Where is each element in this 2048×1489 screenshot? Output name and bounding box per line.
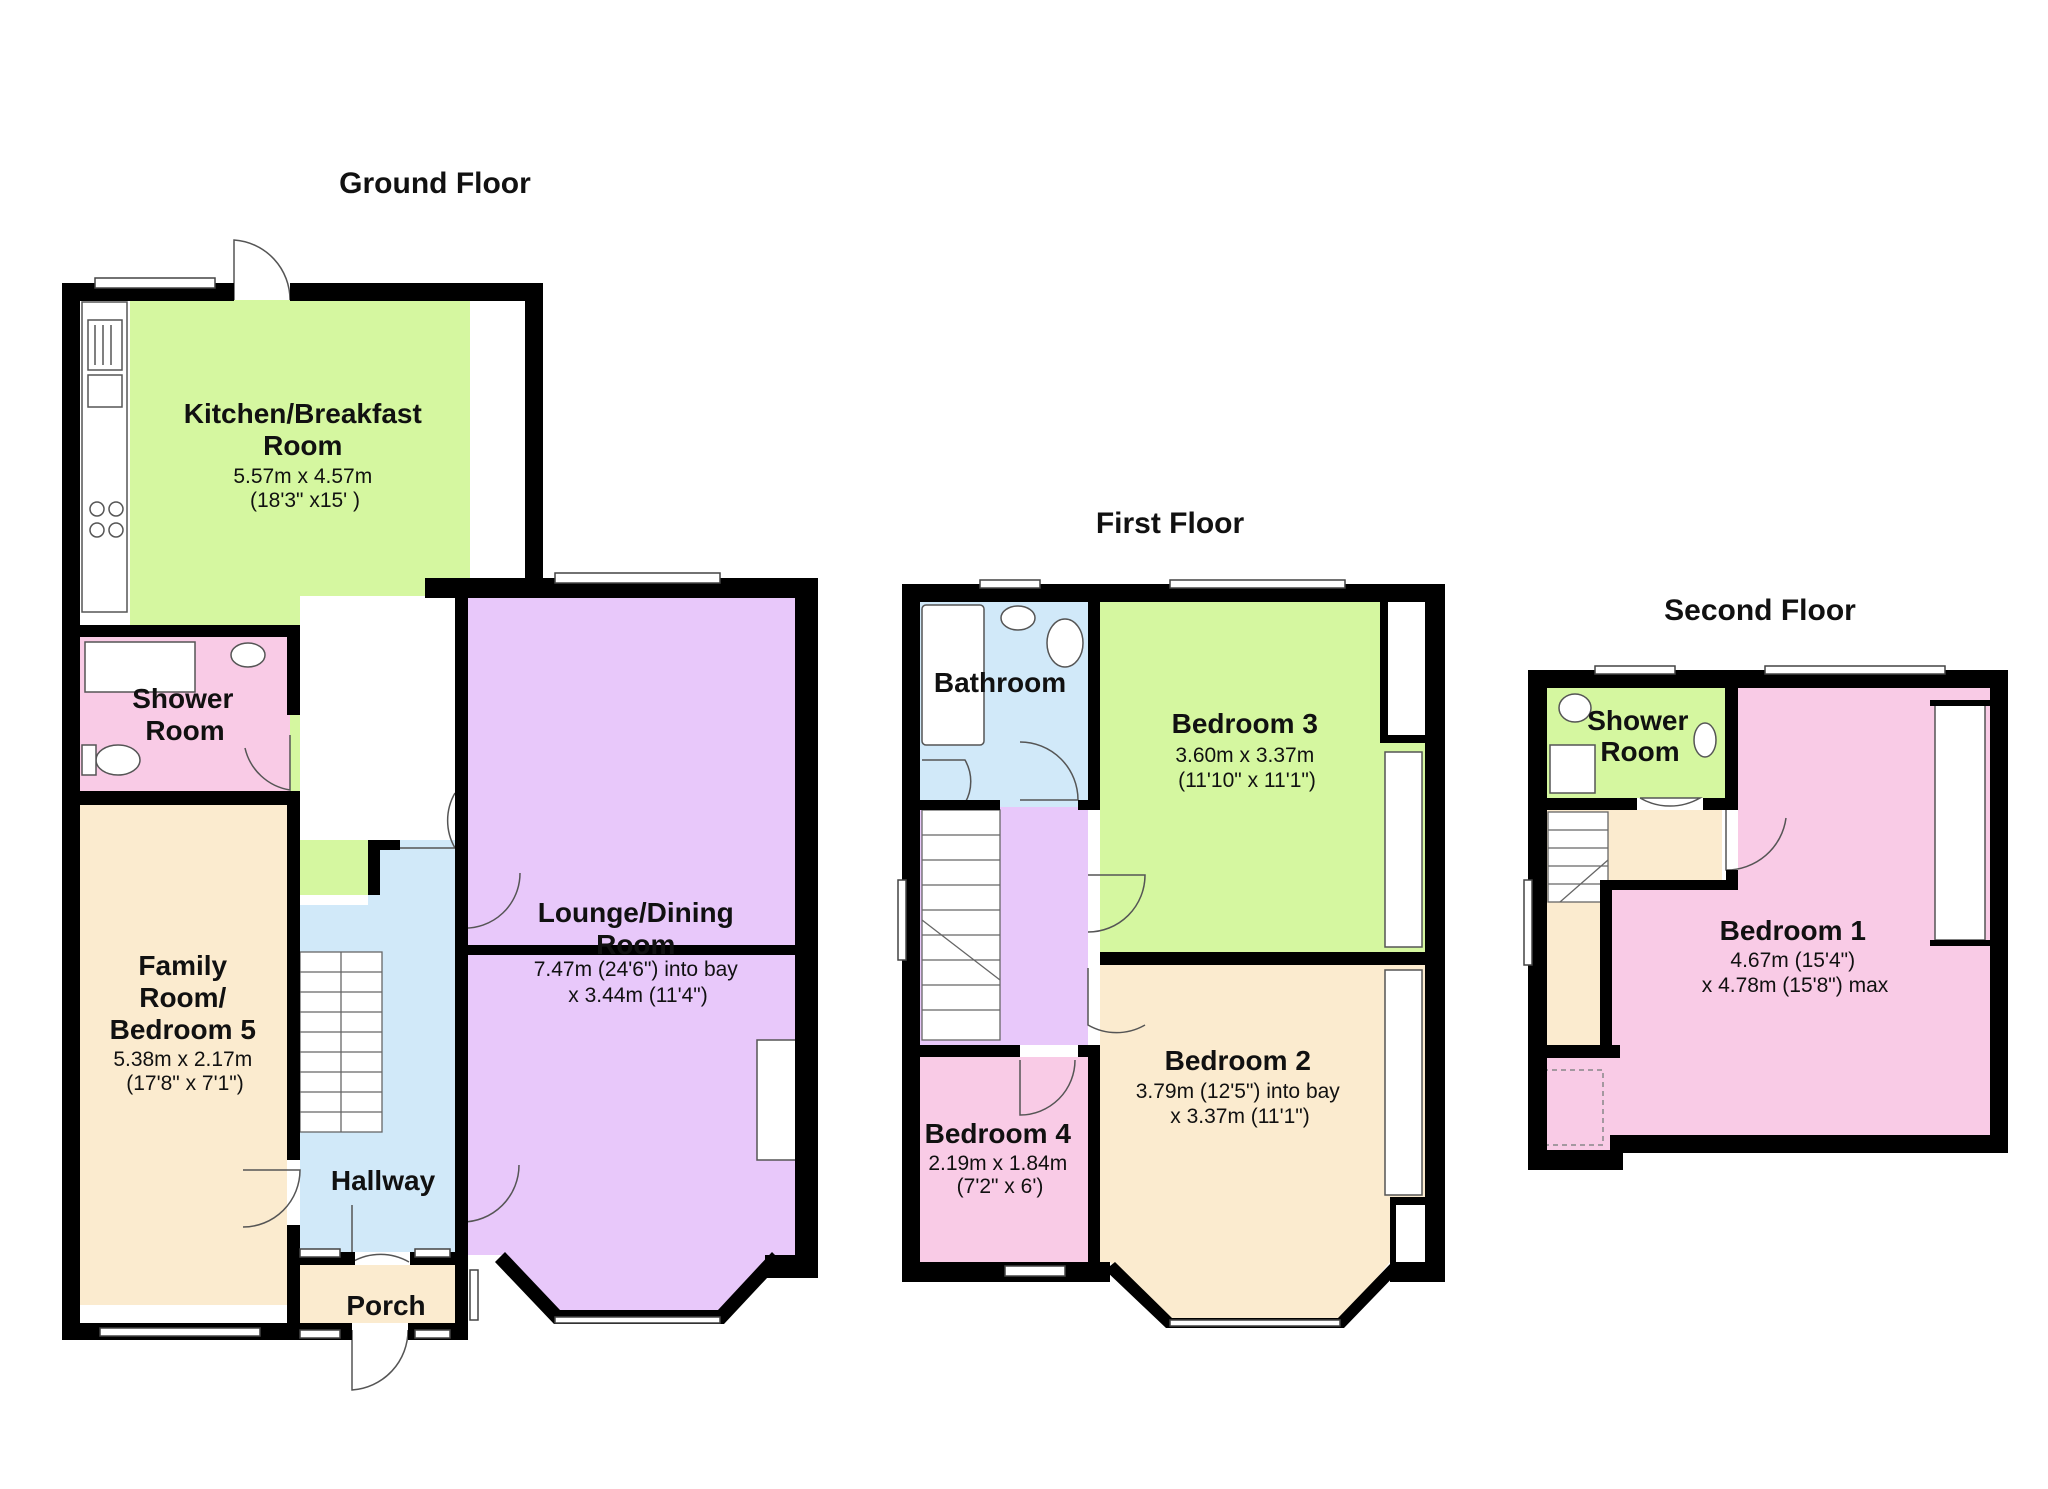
kitchen-name-line: Kitchen/Breakfast — [184, 398, 422, 429]
first-floor-door-icons — [922, 741, 1146, 1116]
ground-floor-windows — [94, 277, 721, 1339]
rooflight-icon — [1542, 1069, 1604, 1146]
bedroom2-fill — [1100, 965, 1425, 1262]
lounge-label: Lounge/Dining Room 7.47m (24'6") into ba… — [534, 897, 743, 1007]
ground-floor-title: Ground Floor — [339, 167, 531, 200]
bedroom1-fill — [1612, 688, 1990, 1135]
first-floor-title: First Floor — [1096, 507, 1245, 540]
bedroom2-dims-line: x 3.37m (11'1") — [1170, 1105, 1309, 1128]
second-floor: Second Floor — [1523, 594, 2008, 1170]
family-room-dims-line: (17'8" x 7'1") — [126, 1072, 243, 1095]
ground-floor: Ground Floor — [62, 167, 818, 1391]
bedroom4-fill — [920, 1057, 1088, 1262]
first-floor-windows — [897, 579, 1346, 1327]
family-room-dims-line: 5.38m x 2.17m — [113, 1048, 252, 1071]
bedroom2-dims-line: 3.79m (12'5") into bay — [1136, 1080, 1341, 1103]
second-shower-room-label: Shower Room — [1587, 705, 1693, 767]
family-room-fill — [80, 805, 287, 1305]
wardrobe-bedroom3 — [1384, 751, 1423, 948]
first-floor: First Floor — [897, 507, 1445, 1328]
family-room-name-line: Room/ — [139, 982, 226, 1013]
lounge-fill — [468, 598, 795, 1315]
bedroom4-dims-line: (7'2" x 6') — [957, 1175, 1044, 1198]
bedroom1-name-line: Bedroom 1 — [1720, 915, 1866, 946]
bathroom-toilet-icon — [1046, 618, 1084, 668]
family-room-name-line: Bedroom 5 — [110, 1014, 256, 1045]
basin-icon — [230, 642, 266, 668]
hallway-label: Hallway — [331, 1165, 436, 1196]
bath-icon — [921, 604, 985, 746]
bedroom1-label: Bedroom 1 4.67m (15'4") x 4.78m (15'8") … — [1702, 915, 1889, 997]
bathroom-basin-icon — [1000, 605, 1036, 631]
porch-label: Porch — [346, 1290, 425, 1321]
hob-ring-icon — [89, 501, 105, 517]
bedroom3-fill — [1100, 602, 1425, 952]
bedroom3-label: Bedroom 3 3.60m x 3.37m (11'10" x 11'1") — [1172, 708, 1323, 792]
second-basin-icon — [1693, 722, 1717, 758]
second-shower-tray-icon — [1549, 744, 1596, 794]
toilet-icon — [95, 744, 141, 776]
porch-fill — [300, 1265, 455, 1323]
fireplace-icon — [756, 1039, 798, 1161]
kitchen-dims-line: (18'3" x15' ) — [250, 489, 360, 512]
wardrobe-bedroom2 — [1384, 969, 1423, 1196]
shower-room-name-line: Room — [145, 715, 224, 746]
second-shower-room-name-line: Shower — [1587, 705, 1688, 736]
lounge-name-line: Room — [596, 929, 675, 960]
kitchen-label: Kitchen/Breakfast Room 5.57m x 4.57m (18… — [184, 398, 427, 512]
bedroom1-dims-line: x 4.78m (15'8") max — [1702, 974, 1889, 997]
second-shower-room-name-line: Room — [1600, 736, 1679, 767]
wardrobe-bedroom1 — [1934, 704, 1986, 941]
bedroom2-bay-fill — [1110, 1262, 1390, 1322]
second-floor-title: Second Floor — [1664, 594, 1856, 627]
sink-icon — [87, 374, 123, 408]
bathroom-name-line: Bathroom — [934, 667, 1066, 698]
stairs-icon — [299, 951, 383, 1133]
bedroom2-name-line: Bedroom 2 — [1165, 1045, 1311, 1076]
shower-tray-icon — [84, 641, 196, 693]
family-room-label: Family Room/ Bedroom 5 5.38m x 2.17m (17… — [110, 950, 261, 1095]
bedroom4-name-line: Bedroom 4 — [925, 1118, 1072, 1149]
porch-name-line: Porch — [346, 1290, 425, 1321]
ground-floor-walls — [62, 283, 818, 1340]
bedroom2-label: Bedroom 2 3.79m (12'5") into bay x 3.37m… — [1136, 1045, 1345, 1128]
kitchen-dims-line: 5.57m x 4.57m — [233, 465, 372, 488]
lounge-name-line: Lounge/Dining — [538, 897, 734, 928]
bathroom-label: Bathroom — [934, 667, 1066, 698]
second-floor-door-icons — [1639, 797, 1787, 871]
second-floor-windows — [1523, 665, 1946, 966]
bedroom3-dims-line: (11'10" x 11'1") — [1178, 769, 1316, 792]
first-floor-stairs-icon — [921, 809, 1001, 1041]
kitchen-name-line: Room — [263, 430, 342, 461]
lounge-dims-line: 7.47m (24'6") into bay — [534, 958, 739, 981]
shower-room-label: Shower Room — [132, 683, 238, 746]
bedroom4-label: Bedroom 4 2.19m x 1.84m (7'2" x 6') — [925, 1118, 1076, 1198]
bedroom4-dims-line: 2.19m x 1.84m — [928, 1152, 1067, 1175]
family-room-name-line: Family — [138, 950, 227, 981]
bedroom3-name-line: Bedroom 3 — [1172, 708, 1318, 739]
hallway-name-line: Hallway — [331, 1165, 436, 1196]
sink-drainer — [87, 319, 123, 371]
bedroom3-dims-line: 3.60m x 3.37m — [1175, 744, 1314, 767]
lounge-dims-line: x 3.44m (11'4") — [568, 984, 707, 1007]
second-floor-stairs-icon — [1547, 811, 1609, 903]
second-toilet-icon — [1558, 693, 1592, 723]
shower-room-name-line: Shower — [132, 683, 233, 714]
bedroom1-dims-line: 4.67m (15'4") — [1730, 949, 1855, 972]
